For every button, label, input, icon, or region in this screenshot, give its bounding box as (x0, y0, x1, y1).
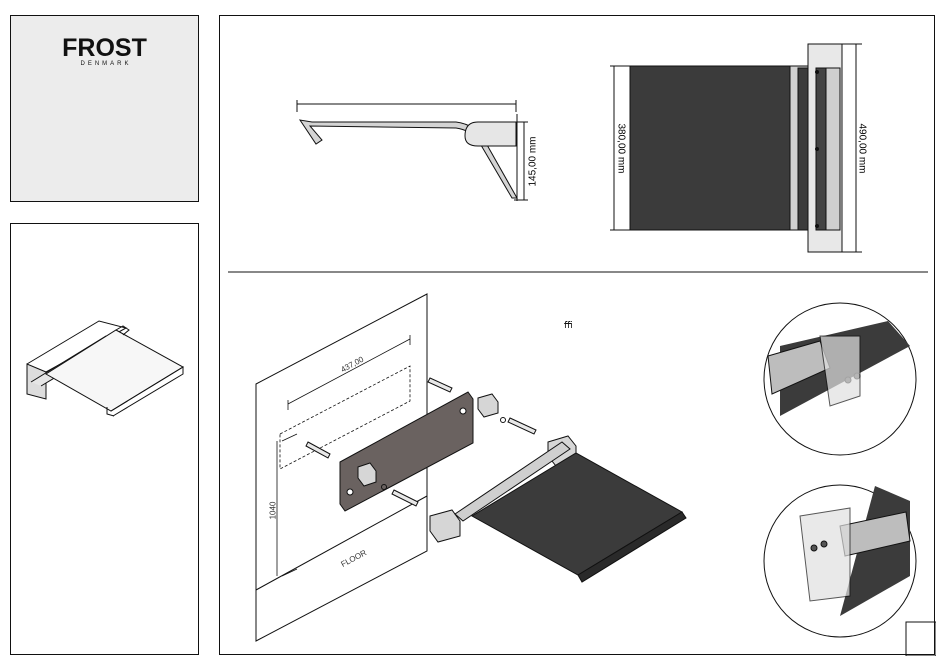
brand-logo: FROST (11, 34, 198, 63)
seat-thumbnail (11, 224, 200, 656)
mount-height-label: 1040 (268, 502, 277, 520)
stray-glyph: ﬃ (564, 320, 573, 331)
main-drawing-panel: 145,00 mm 380,00 mm 490,00 mm 437,00 104… (219, 15, 935, 655)
brand-subtitle: DENMARK (11, 61, 198, 67)
detail-circle-bottom (764, 485, 916, 637)
side-depth-label: 145,00 mm (528, 132, 539, 192)
corner-box (906, 622, 936, 656)
detail-circle-top (764, 303, 916, 455)
logo-panel: FROST DENMARK (10, 15, 199, 202)
side-view (297, 100, 528, 201)
rail-width-label: 490,00 mm (857, 119, 868, 179)
top-view (610, 44, 862, 252)
seat-width-label: 380,00 mm (616, 119, 627, 179)
preview-panel (10, 223, 199, 655)
installation-view (256, 294, 686, 641)
